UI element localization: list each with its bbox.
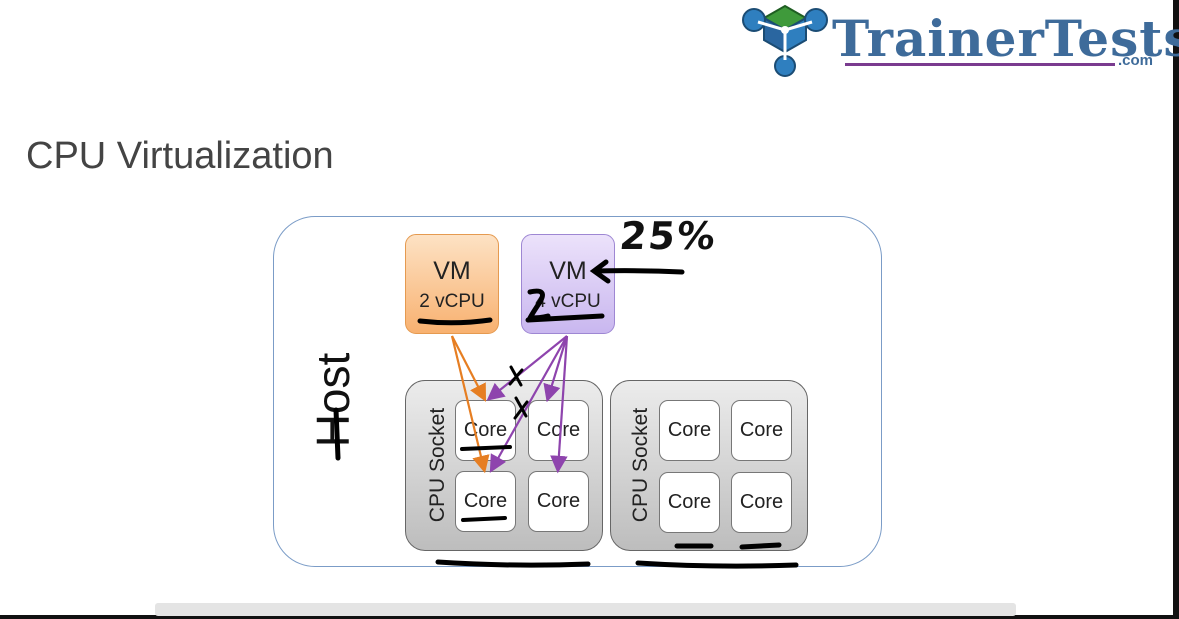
core-1-1: Core bbox=[455, 400, 516, 461]
cpu-socket-label: CPU Socket bbox=[629, 407, 652, 523]
logo-suffix: .com bbox=[1118, 52, 1154, 69]
window-edge-bottom bbox=[0, 615, 1179, 619]
logo-text: TrainerTests bbox=[832, 9, 1179, 68]
core-2-2: Core bbox=[731, 400, 792, 461]
vm-box-2: VM 4 vCPU bbox=[521, 234, 615, 334]
vm-name: VM bbox=[433, 257, 471, 285]
core-1-3: Core bbox=[455, 471, 516, 532]
core-2-3: Core bbox=[659, 472, 720, 533]
core-1-4: Core bbox=[528, 471, 589, 532]
utilization-annotation: 25% bbox=[617, 214, 720, 258]
core-1-2: Core bbox=[528, 400, 589, 461]
core-2-1: Core bbox=[659, 400, 720, 461]
core-2-4: Core bbox=[731, 472, 792, 533]
horizontal-scrollbar[interactable] bbox=[155, 603, 1016, 616]
logo-molecule-icon bbox=[742, 4, 828, 77]
trainertests-logo bbox=[740, 4, 1172, 78]
window-edge-right bbox=[1173, 0, 1179, 619]
slide-title: CPU Virtualization bbox=[26, 135, 334, 177]
vm-vcpu-count: 2 vCPU bbox=[419, 291, 485, 312]
vm-vcpu-count: 4 vCPU bbox=[535, 291, 601, 312]
vm-box-1: VM 2 vCPU bbox=[405, 234, 499, 334]
vm-name: VM bbox=[549, 257, 587, 285]
cpu-socket-label: CPU Socket bbox=[426, 407, 449, 523]
host-label: Host bbox=[307, 352, 359, 448]
logo-underline bbox=[845, 63, 1115, 66]
